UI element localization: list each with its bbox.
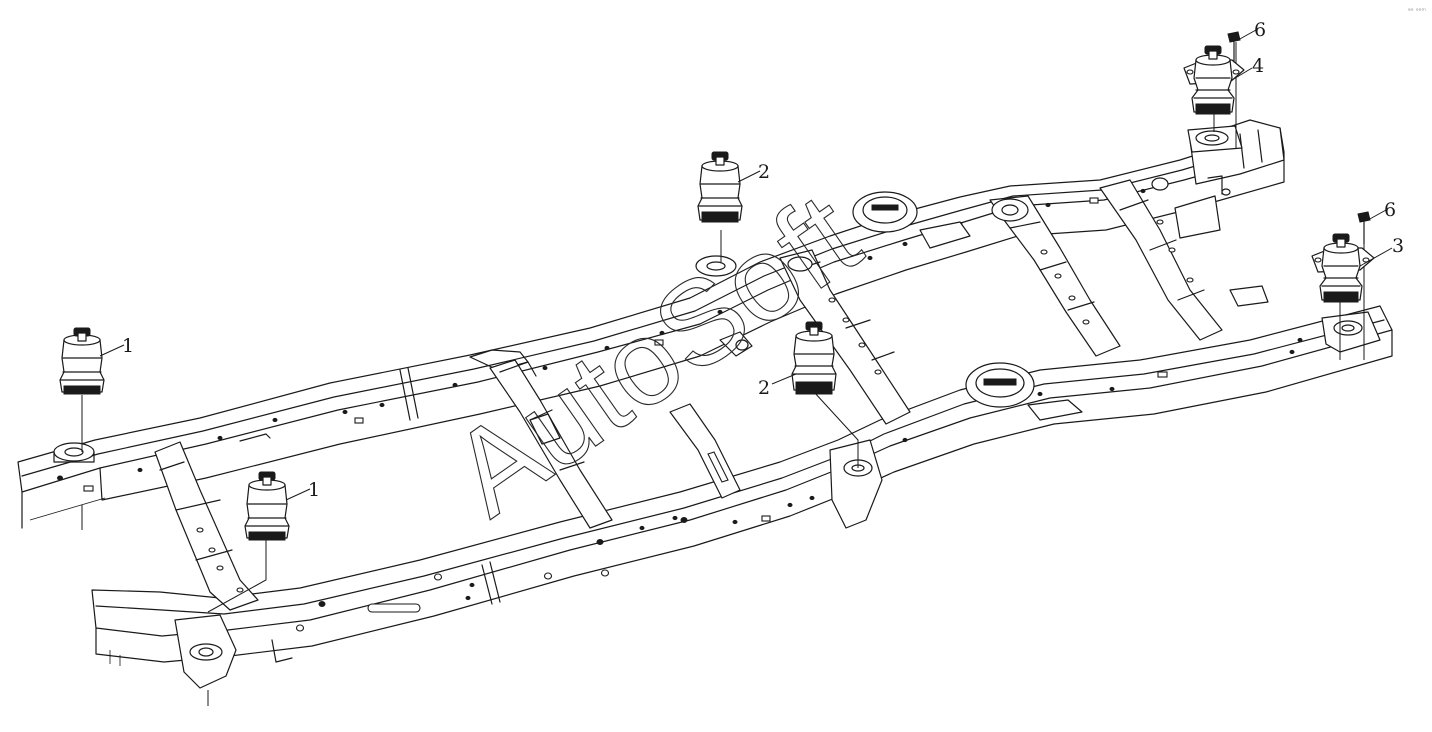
body-mount-cushion-1a xyxy=(59,327,105,395)
callout-4: 4 xyxy=(1252,55,1264,77)
callout-6b: 6 xyxy=(1384,199,1396,221)
callout-6a: 6 xyxy=(1254,19,1266,41)
callout-2a: 2 xyxy=(758,161,770,183)
callout-1b: 1 xyxy=(308,479,320,501)
spring-perch-right xyxy=(965,362,1083,421)
mount-bolt-6b xyxy=(1357,211,1371,245)
body-mount-cushion-1b xyxy=(244,471,290,541)
frame-rail-upper xyxy=(17,127,1285,529)
spring-perch-left xyxy=(852,191,971,249)
body-mount-cushion-3 xyxy=(1311,233,1375,303)
mount-bolt-6a xyxy=(1227,31,1241,63)
corner-mark: ᵃᵒ ᵒᵒᵐ xyxy=(1408,7,1426,15)
callout-2b: 2 xyxy=(758,377,770,399)
rail-holes-upper xyxy=(57,188,1146,492)
body-mount-cushion-2b xyxy=(791,321,837,395)
rail-holes-lower xyxy=(295,337,1303,632)
callouts: 1 1 2 2 3 4 6 6 xyxy=(99,19,1404,501)
body-mount-cushion-2a xyxy=(697,151,743,223)
callout-1a: 1 xyxy=(122,335,134,357)
frame-brackets xyxy=(719,175,1231,357)
crossmembers xyxy=(154,119,1285,611)
callout-3: 3 xyxy=(1392,235,1404,257)
mount-seats xyxy=(53,125,1381,689)
body-mount-cushion-4 xyxy=(1183,45,1245,115)
